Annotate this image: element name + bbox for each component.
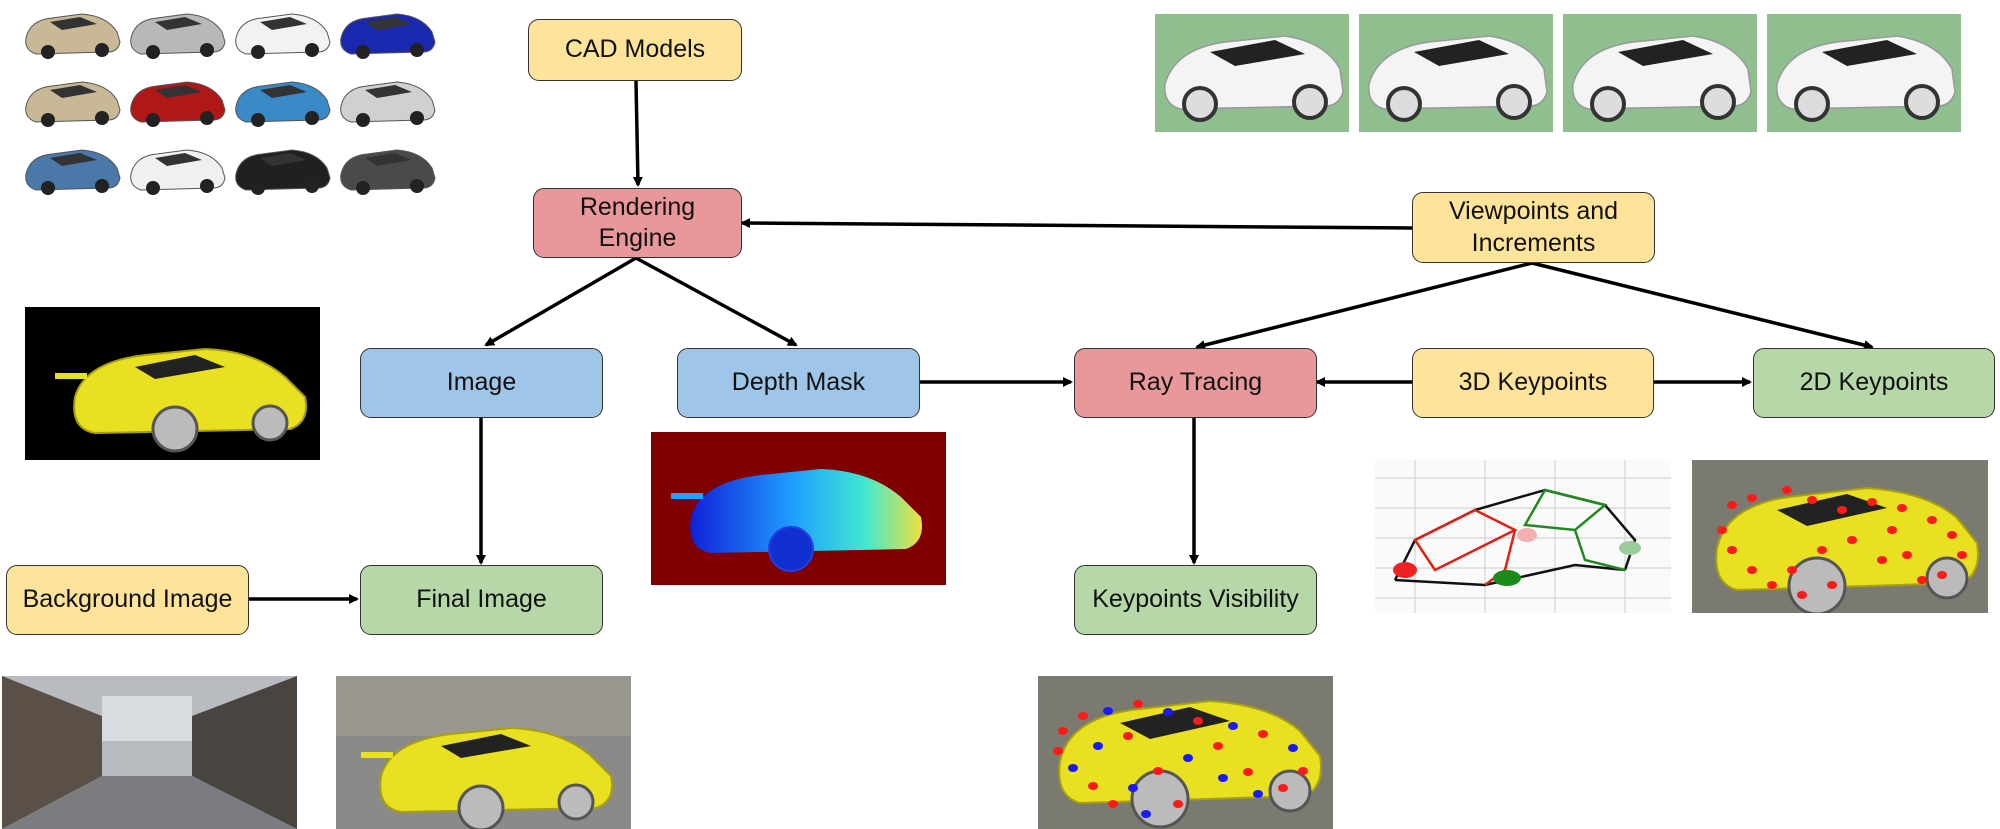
keypoint-dot bbox=[1797, 591, 1807, 599]
keypoint-dot bbox=[1727, 546, 1737, 554]
keypoint-dot bbox=[1937, 571, 1947, 579]
occluded-keypoint-dot bbox=[1163, 708, 1173, 716]
keypoint-dot bbox=[1727, 501, 1737, 509]
keypoints-visibility-node: Keypoints Visibility bbox=[1074, 565, 1317, 635]
ray-tracing-node: Ray Tracing bbox=[1074, 348, 1317, 418]
cad-car-model bbox=[235, 13, 331, 59]
keypoint-dot bbox=[1947, 531, 1957, 539]
final-image-node: Final Image bbox=[360, 565, 603, 635]
keypoint-dot bbox=[1897, 504, 1907, 512]
cad-car-model bbox=[340, 13, 436, 59]
visible-keypoint-dot bbox=[1193, 717, 1203, 725]
occluded-keypoint-dot bbox=[1228, 722, 1238, 730]
visible-keypoint-dot bbox=[1173, 800, 1183, 808]
keypoint-dot bbox=[1957, 551, 1967, 559]
keypoint-dot bbox=[1877, 556, 1887, 564]
arrow-viewpoints-to-raytracing bbox=[1195, 261, 1533, 350]
occluded-keypoint-dot bbox=[1218, 774, 1228, 782]
visible-keypoint-dot bbox=[1298, 767, 1308, 775]
rendered-view bbox=[1563, 14, 1757, 132]
keypoint-dot bbox=[1717, 526, 1727, 534]
keypoint-dot bbox=[1807, 496, 1817, 504]
2d-keypoints-image bbox=[1692, 460, 1988, 613]
visible-keypoint-dot bbox=[1053, 747, 1063, 755]
cad-car-model bbox=[130, 81, 226, 127]
visible-keypoint-dot bbox=[1058, 727, 1068, 735]
visible-keypoint-dot bbox=[1258, 730, 1268, 738]
arrow-cad-to-rendering bbox=[632, 80, 643, 187]
occluded-keypoint-dot bbox=[1253, 790, 1263, 798]
arrow-viewpoints-to-2d bbox=[1531, 261, 1874, 350]
cad-models-node: CAD Models bbox=[528, 19, 742, 81]
depth-mask-node: Depth Mask bbox=[677, 348, 920, 418]
rendered-view bbox=[1155, 14, 1349, 132]
visible-keypoint-dot bbox=[1108, 800, 1118, 808]
visible-keypoint-dot bbox=[1123, 732, 1133, 740]
keypoint-dot bbox=[1827, 581, 1837, 589]
keypoint-dot bbox=[1782, 486, 1792, 494]
occluded-keypoint-dot bbox=[1093, 742, 1103, 750]
cad-car-model bbox=[130, 13, 226, 59]
visible-keypoint-dot bbox=[1153, 767, 1163, 775]
occluded-keypoint-dot bbox=[1141, 810, 1151, 818]
occluded-keypoint-dot bbox=[1068, 764, 1078, 772]
cad-car-model bbox=[340, 81, 436, 127]
cad-car-model bbox=[340, 149, 436, 195]
keypoint-dot bbox=[1747, 566, 1757, 574]
arrow-rendering-to-image bbox=[484, 256, 637, 347]
depth-mask-image bbox=[651, 432, 946, 585]
rendered-viewpoints-strip bbox=[1155, 14, 1965, 134]
rendered-car-image bbox=[25, 307, 320, 460]
cad-car-model bbox=[235, 149, 331, 195]
rendered-view bbox=[1767, 14, 1961, 132]
final-composite-image bbox=[336, 676, 631, 829]
occluded-keypoint-dot bbox=[1128, 784, 1138, 792]
keypoints-visibility-image bbox=[1038, 676, 1333, 829]
rendering-engine-node: Rendering Engine bbox=[533, 188, 742, 258]
occluded-keypoint-dot bbox=[1288, 744, 1298, 752]
cad-car-model bbox=[25, 13, 121, 59]
arrow-rendering-to-depth bbox=[635, 256, 798, 347]
visible-keypoint-dot bbox=[1088, 782, 1098, 790]
visible-keypoint-dot bbox=[1133, 700, 1143, 708]
keypoint-dot bbox=[1837, 506, 1847, 514]
visible-keypoint-dot bbox=[1213, 742, 1223, 750]
rendered-view bbox=[1359, 14, 1553, 132]
cad-car-model bbox=[25, 81, 121, 127]
background-image-node: Background Image bbox=[6, 565, 249, 635]
visible-keypoint-dot bbox=[1243, 768, 1253, 776]
keypoint-dot bbox=[1927, 516, 1937, 524]
cad-car-model bbox=[130, 149, 226, 195]
cad-model-thumbnails bbox=[18, 0, 448, 235]
visible-keypoint-dot bbox=[1078, 712, 1088, 720]
keypoint-dot bbox=[1887, 526, 1897, 534]
visible-keypoint-dot bbox=[1278, 784, 1288, 792]
viewpoints-increments-node: Viewpoints and Increments bbox=[1412, 192, 1655, 263]
keypoint-dot bbox=[1917, 576, 1927, 584]
image-node: Image bbox=[360, 348, 603, 418]
cad-car-model bbox=[25, 149, 121, 195]
3d-keypoints-node: 3D Keypoints bbox=[1412, 348, 1654, 418]
occluded-keypoint-dot bbox=[1183, 754, 1193, 762]
arrow-viewpoints-to-rendering bbox=[740, 218, 1413, 230]
keypoint-dot bbox=[1902, 551, 1912, 559]
keypoint-dot bbox=[1867, 498, 1877, 506]
occluded-keypoint-dot bbox=[1103, 707, 1113, 715]
background-street-image bbox=[2, 676, 297, 829]
cad-car-model bbox=[235, 81, 331, 127]
keypoint-dot bbox=[1767, 581, 1777, 589]
keypoint-dot bbox=[1787, 566, 1797, 574]
keypoint-dot bbox=[1817, 546, 1827, 554]
2d-keypoints-node: 2D Keypoints bbox=[1753, 348, 1995, 418]
keypoint-dot bbox=[1847, 536, 1857, 544]
keypoint-skeleton-diagram bbox=[1375, 460, 1671, 613]
keypoint-dot bbox=[1747, 494, 1757, 502]
